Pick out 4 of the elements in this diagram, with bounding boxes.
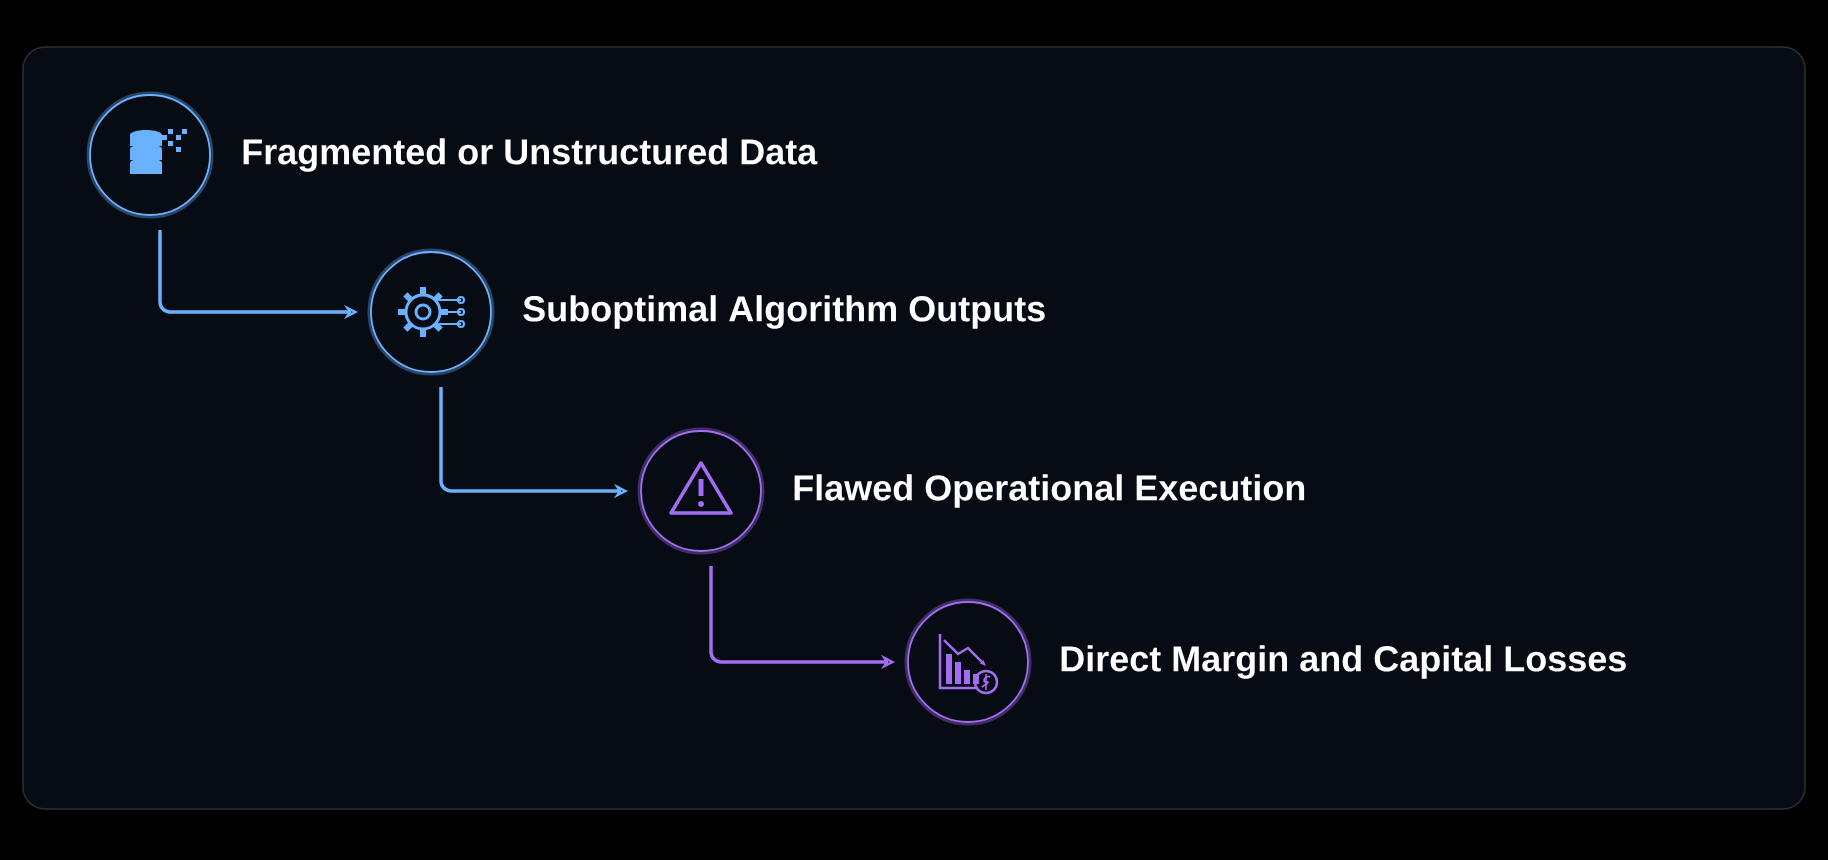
step-label: Suboptimal Algorithm Outputs xyxy=(523,295,1045,329)
step-label: Direct Margin and Capital Losses xyxy=(1061,645,1626,679)
step-label: Flawed Operational Execution xyxy=(794,474,1305,508)
step-label: Fragmented or Unstructured Data xyxy=(243,138,818,172)
